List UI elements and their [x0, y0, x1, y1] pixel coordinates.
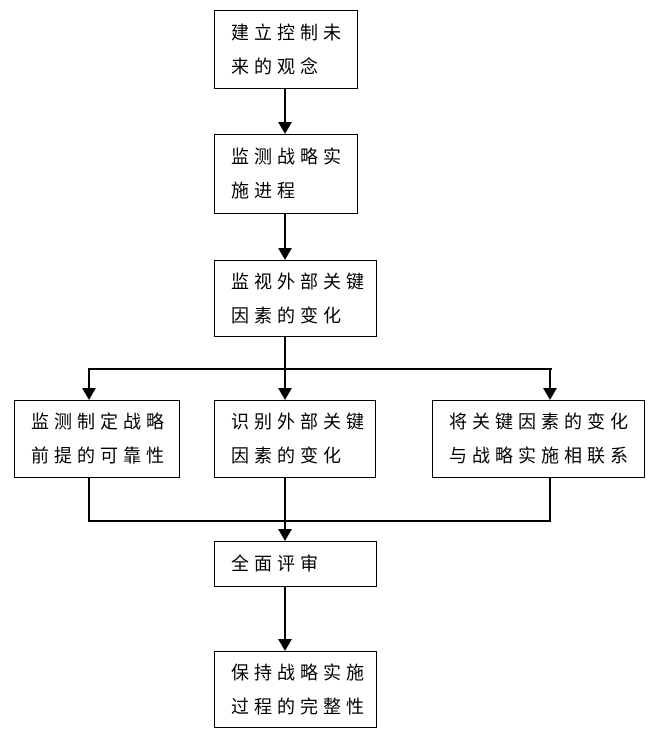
connector-merge-right-rise	[549, 478, 551, 522]
connector-branch-horizontal	[88, 368, 552, 370]
connector-merge-horizontal	[88, 520, 551, 522]
arrowhead-icon	[278, 388, 292, 400]
arrowhead-icon	[278, 639, 292, 651]
node-watch-external-factors: 监视外部关键 因素的变化	[214, 260, 377, 337]
connector-line-5	[284, 587, 286, 640]
connector-line-2	[284, 214, 286, 249]
node-comprehensive-review: 全面评审	[214, 541, 377, 587]
node-identify-factor-changes: 识别外部关键 因素的变化	[214, 400, 376, 478]
connector-line-1	[284, 89, 286, 123]
connector-merge-left-rise	[88, 478, 90, 522]
arrowhead-icon	[278, 248, 292, 260]
arrowhead-icon	[278, 529, 292, 541]
node-establish-concept: 建立控制未 来的观念	[214, 10, 358, 89]
node-monitor-premise-reliability: 监测制定战略 前提的可靠性	[14, 400, 180, 478]
arrowhead-icon	[543, 388, 557, 400]
connector-merge-center-drop	[284, 478, 286, 530]
connector-branch-left-drop	[88, 369, 90, 389]
connector-branch-spine	[284, 337, 286, 389]
node-link-changes-to-implementation: 将关键因素的变化 与战略实施相联系	[432, 400, 645, 478]
node-maintain-integrity: 保持战略实施 过程的完整性	[214, 651, 377, 728]
node-monitor-implementation: 监测战略实 施进程	[214, 134, 358, 214]
arrowhead-icon	[278, 122, 292, 134]
connector-branch-right-drop	[549, 369, 551, 389]
arrowhead-icon	[82, 388, 96, 400]
